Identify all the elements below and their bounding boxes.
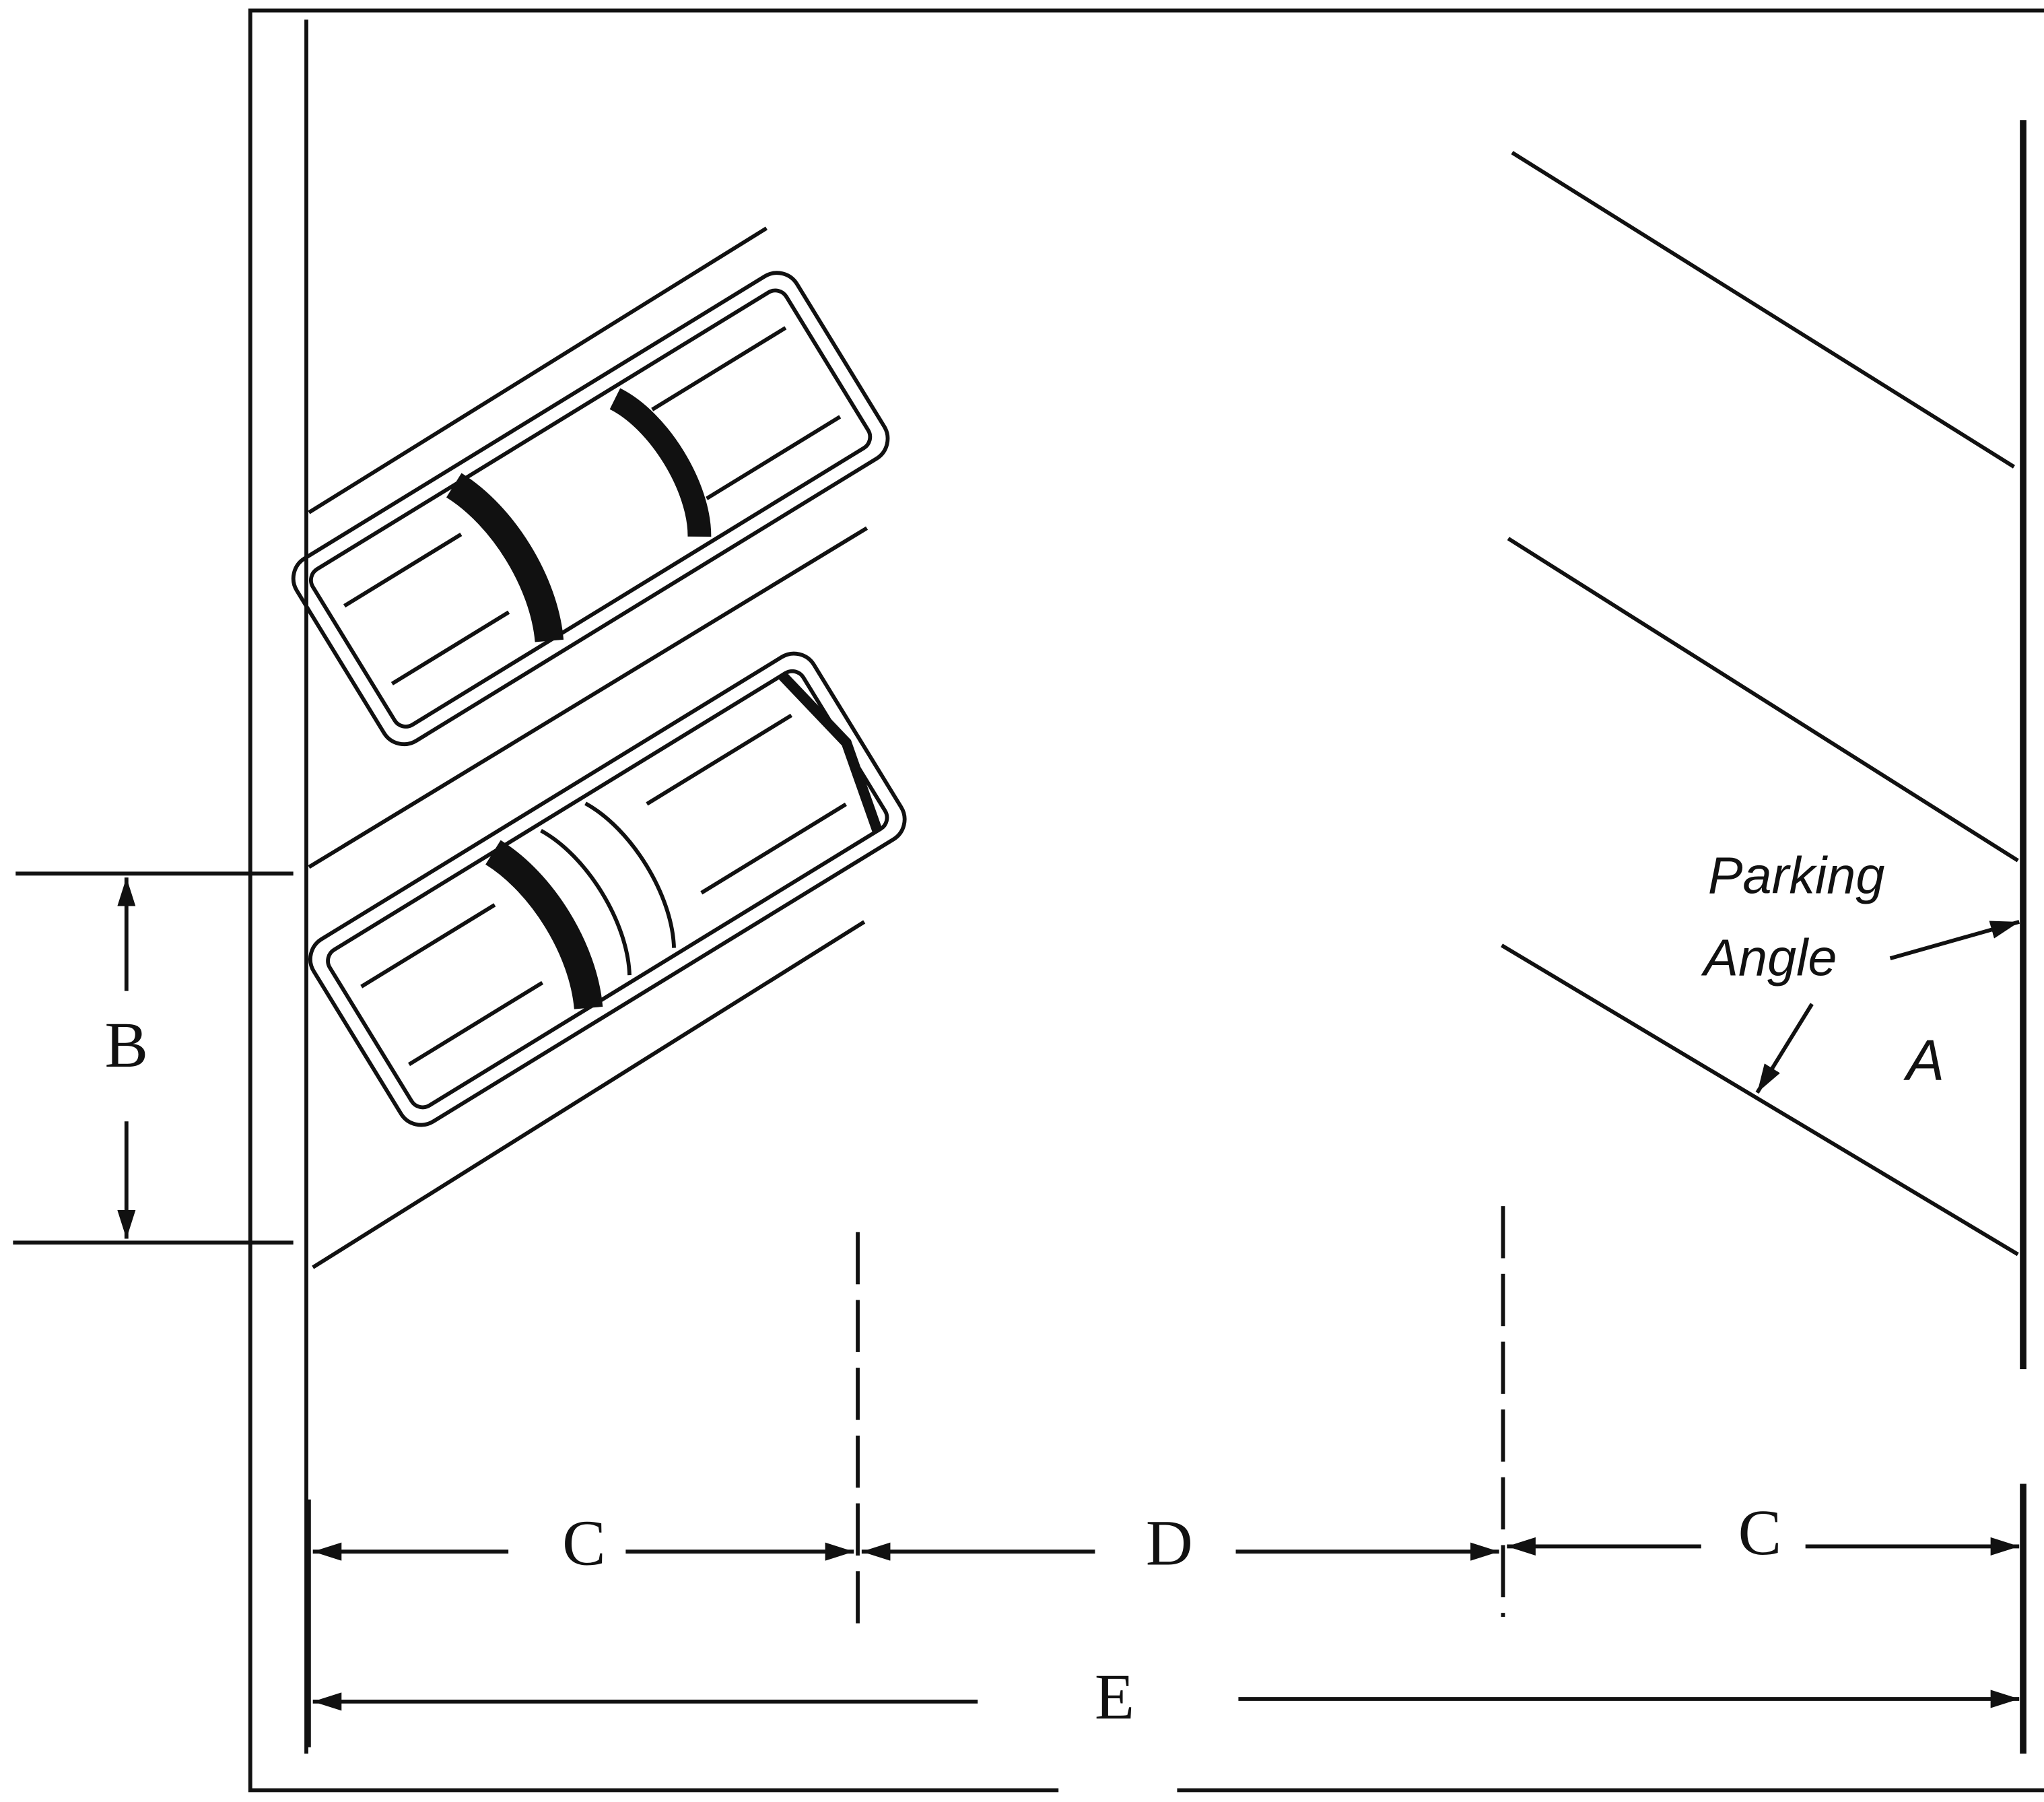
label-c-right: C: [1738, 1496, 1782, 1568]
label-b: B: [105, 1009, 149, 1081]
label-a: A: [1903, 1028, 1944, 1092]
car-body: [291, 271, 890, 747]
car-windshield: [446, 473, 564, 642]
car-detail-line: [343, 533, 463, 608]
stall-line: [312, 920, 866, 1269]
parked-car: [291, 271, 890, 747]
car-detail-line: [706, 415, 842, 500]
angle-arrow: [1755, 1003, 1814, 1094]
angle-arrow: [1889, 920, 2020, 960]
car-detail-line: [646, 713, 793, 806]
car-bumper: [778, 671, 883, 833]
car-roof-line: [584, 801, 676, 948]
car-outline-inner: [326, 669, 889, 1110]
car-detail-line: [360, 903, 496, 989]
car-windshield: [485, 840, 603, 1010]
car-detail-line: [390, 610, 510, 686]
label-e: E: [1095, 1661, 1134, 1733]
car-outline-inner: [309, 288, 873, 729]
car-rear-window: [609, 388, 712, 537]
stall-line: [308, 526, 868, 869]
label-c-left: C: [562, 1507, 606, 1579]
stall-line: [1511, 151, 2016, 469]
car-roof-line: [540, 828, 632, 976]
stall-line: [308, 226, 768, 514]
label-d: D: [1146, 1507, 1193, 1579]
parking-angle-caption: Parking: [1708, 846, 1885, 904]
stall-line: [1501, 943, 2019, 1257]
parked-car: [308, 651, 907, 1127]
car-body: [308, 651, 907, 1127]
outer-frame: [248, 8, 2044, 1793]
car-detail-line: [700, 802, 847, 895]
car-detail-line: [407, 980, 544, 1067]
car-detail-line: [651, 326, 787, 411]
stall-line: [1507, 537, 2019, 863]
parking-angle-caption: Angle: [1701, 929, 1837, 987]
